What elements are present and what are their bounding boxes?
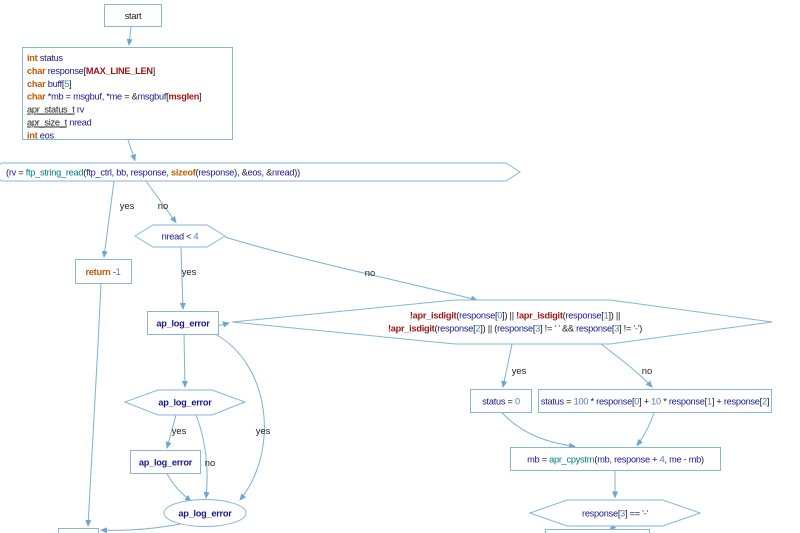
flow-node-status-calc-shape — [538, 389, 772, 413]
flow-node-exit-mid-shape — [545, 529, 650, 533]
flow-edge-logerror1-logerror4 — [215, 334, 265, 501]
flow-node-read-condition-shape — [0, 162, 521, 182]
flow-node-declarations-shape — [22, 47, 233, 140]
flow-node-nread-check-shape — [134, 224, 226, 248]
flow-node-read-condition-label: (rv = ftp_string_read(ftp_ctrl, bb, resp… — [6, 168, 300, 178]
flow-node-exit-left-shape — [58, 528, 99, 533]
declaration-line: char response[MAX_LINE_LEN] — [27, 66, 155, 76]
flow-node-dash-check-label: response[3] == '-' — [582, 509, 648, 519]
edge-label-no: no — [642, 365, 652, 376]
flow-edge-declarations-read — [127, 139, 136, 162]
flow-node-status-zero-label: status = 0 — [482, 397, 520, 407]
flow-node-log-error-4-label: ap_log_error — [178, 509, 232, 519]
flow-node-log-error-2-label: ap_log_error — [158, 398, 212, 408]
flow-edge-return-exit — [85, 283, 102, 527]
flow-node-log-error-1-shape — [147, 311, 219, 335]
declaration-line: apr_status_t rv — [27, 105, 85, 115]
flow-edge-logerror1-digitcheck — [218, 321, 230, 328]
flow-node-dash-check-shape — [528, 499, 702, 527]
flow-node-exit-left — [58, 528, 99, 533]
flow-node-start-label: start — [125, 11, 142, 21]
flow-node-declarations: int status char response[MAX_LINE_LEN] c… — [22, 47, 233, 140]
flow-edge-nread-digitcheck-no — [224, 236, 478, 302]
flow-node-dash-check: response[3] == '-' — [528, 499, 702, 527]
flow-node-status-zero: status = 0 — [470, 389, 532, 413]
declaration-line: apr_size_t nread — [27, 118, 92, 128]
edge-label-yes: yes — [256, 425, 271, 436]
flow-edge-logerror2-logerror4-no — [195, 414, 210, 499]
flow-node-digit-check: !apr_isdigit(response[0]) || !apr_isdigi… — [231, 299, 773, 345]
edge-label-yes: yes — [172, 425, 187, 436]
declaration-line: int status — [27, 53, 63, 63]
flow-node-return-shape — [75, 259, 132, 284]
declaration-line: char *mb = msgbuf, *me = &msgbuf[msglen] — [27, 92, 201, 102]
flow-edge-read-return-yes — [101, 180, 115, 258]
flow-node-cpystrn-shape — [510, 447, 721, 471]
declaration-line: char buff[5] — [27, 79, 71, 89]
flow-node-status-calc: status = 100 * response[0] + 10 * respon… — [538, 389, 772, 413]
flow-edges — [85, 26, 655, 533]
edge-label-no: no — [158, 200, 168, 211]
flow-node-nread-check: nread < 4 — [134, 224, 226, 248]
flow-node-return: return -1 — [75, 259, 132, 284]
flow-node-log-error-3: ap_log_error — [130, 450, 201, 474]
flow-node-digit-check-line1: !apr_isdigit(response[0]) || !apr_isdigi… — [410, 311, 620, 321]
flow-node-exit-mid — [545, 529, 650, 533]
flow-node-start: start — [104, 4, 162, 27]
flow-node-cpystrn: mb = apr_cpystrn(mb, response + 4, me - … — [510, 447, 721, 471]
edge-label-yes: yes — [512, 365, 527, 376]
edge-label-no: no — [205, 457, 215, 468]
flow-node-log-error-3-label: ap_log_error — [139, 458, 193, 468]
flow-node-log-error-2-shape — [123, 389, 247, 416]
flow-node-log-error-1: ap_log_error — [147, 311, 219, 335]
flow-edge-logerror2-logerror3-yes — [165, 414, 177, 449]
edge-label-yes: yes — [182, 266, 197, 277]
declaration-line: int eos — [27, 130, 55, 140]
flow-node-nread-check-label: nread < 4 — [162, 232, 199, 242]
flow-node-log-error-4: ap_log_error — [163, 499, 247, 527]
flow-edge-logerror1-logerror2 — [181, 334, 188, 388]
edge-label-no: no — [365, 267, 375, 278]
flow-node-start-shape — [104, 4, 162, 27]
flow-edge-logerror3-logerror4 — [166, 473, 192, 502]
flow-node-return-label: return -1 — [85, 267, 120, 277]
flow-node-digit-check-line2: !apr_isdigit(response[2]) || (response[3… — [388, 324, 642, 334]
flow-edge-digitcheck-statuszero-yes — [501, 343, 513, 388]
flow-node-log-error-1-label: ap_log_error — [156, 319, 210, 329]
flow-edge-nread-logerror1-yes — [179, 246, 186, 310]
flow-node-log-error-3-shape — [130, 450, 201, 474]
flow-edge-start-declarations — [126, 26, 133, 46]
flow-node-cpystrn-label: mb = apr_cpystrn(mb, response + 4, me - … — [527, 455, 704, 465]
flow-node-status-zero-shape — [470, 389, 532, 413]
flow-edge-statuscalc-cpystrn — [636, 412, 655, 447]
flow-edge-read-nread-no — [145, 180, 177, 224]
flow-node-read-condition: (rv = ftp_string_read(ftp_ctrl, bb, resp… — [0, 162, 521, 182]
flow-edge-logerror4-exit — [100, 522, 187, 533]
flow-node-digit-check-shape — [231, 299, 773, 345]
flow-node-log-error-2: ap_log_error — [123, 389, 247, 416]
edge-label-yes: yes — [120, 200, 135, 211]
flow-edge-statuszero-cpystrn — [501, 412, 576, 449]
flow-node-status-calc-label: status = 100 * response[0] + 10 * respon… — [541, 397, 769, 407]
flow-node-log-error-4-shape — [163, 499, 247, 527]
flow-edge-digitcheck-statuscalc-no — [600, 343, 653, 388]
